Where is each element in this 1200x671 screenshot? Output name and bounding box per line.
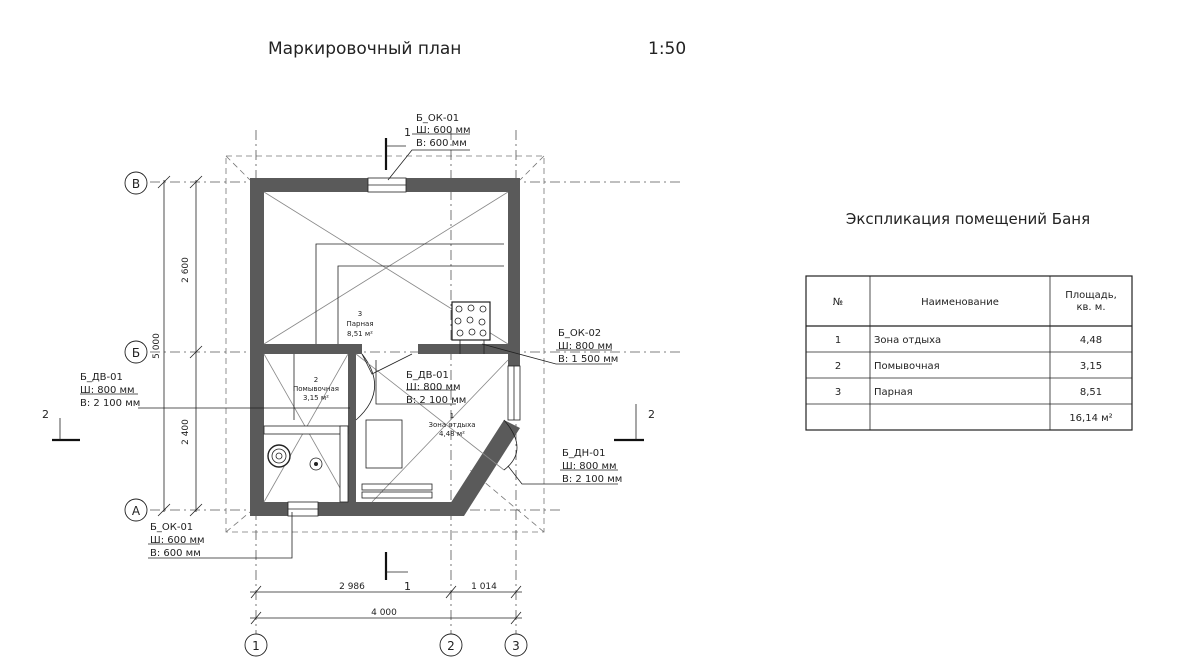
washroom-fixtures xyxy=(263,353,375,503)
callout-ok01-top: Б_ОК-01 Ш: 600 мм В: 600 мм xyxy=(387,113,471,181)
svg-text:1: 1 xyxy=(450,412,454,420)
callout-ok01-bottom: Б_ОК-01 Ш: 600 мм В: 600 мм xyxy=(148,512,293,559)
svg-text:8,51 м²: 8,51 м² xyxy=(347,330,373,338)
walls xyxy=(250,178,520,516)
svg-text:2: 2 xyxy=(447,639,455,653)
callout-dv01-mid: Б_ДВ-01 Ш: 800 мм В: 2 100 мм xyxy=(375,360,466,406)
svg-text:Ш: 600 мм: Ш: 600 мм xyxy=(150,535,205,546)
svg-text:Б_ДВ-01: Б_ДВ-01 xyxy=(80,372,123,383)
svg-text:Б_ОК-01: Б_ОК-01 xyxy=(150,522,193,533)
col-header-area-line2: кв. м. xyxy=(1076,302,1105,313)
svg-text:А: А xyxy=(132,504,141,518)
row-2-num: 2 xyxy=(835,361,841,372)
rest-zone-fixtures xyxy=(355,353,518,503)
axis-bubble-b: Б xyxy=(124,340,148,364)
room-label-1: 1 Зона отдыха 4,48 м² xyxy=(428,412,475,438)
row-3-area: 8,51 xyxy=(1080,387,1102,398)
svg-text:2: 2 xyxy=(648,408,655,421)
svg-text:2: 2 xyxy=(314,376,318,384)
room-label-2: 2 Помывочная 3,15 м² xyxy=(293,376,339,402)
svg-text:Помывочная: Помывочная xyxy=(293,385,339,393)
section-mark-1-top: 1 xyxy=(384,126,411,170)
svg-text:В: 1 500 мм: В: 1 500 мм xyxy=(558,354,618,365)
dim-1014: 1 014 xyxy=(471,582,497,592)
row-1-num: 1 xyxy=(835,335,841,346)
plan-scale: 1:50 xyxy=(648,39,686,59)
svg-text:1: 1 xyxy=(252,639,260,653)
explication-title: Экспликация помещений Баня xyxy=(846,210,1090,228)
row-1-name: Зона отдыха xyxy=(874,335,941,346)
row-3-name: Парная xyxy=(874,387,913,398)
svg-text:Б_ДН-01: Б_ДН-01 xyxy=(562,448,606,459)
svg-text:3,15 м²: 3,15 м² xyxy=(303,394,329,402)
row-2-name: Помывочная xyxy=(874,361,940,372)
horizontal-dimensions: 2 986 1 014 4 000 xyxy=(250,582,522,625)
col-header-num: № xyxy=(833,297,843,308)
svg-text:1: 1 xyxy=(404,580,411,593)
svg-text:Ш: 800 мм: Ш: 800 мм xyxy=(558,341,613,352)
dim-2400: 2 400 xyxy=(181,419,191,445)
svg-text:Ш: 800 мм: Ш: 800 мм xyxy=(406,382,461,393)
row-2-area: 3,15 xyxy=(1080,361,1102,372)
axis-bubble-1: 1 xyxy=(244,633,268,657)
callout-dv01-left: Б_ДВ-01 Ш: 800 мм В: 2 100 мм xyxy=(80,372,350,409)
row-1-area: 4,48 xyxy=(1080,335,1102,346)
axis-bubble-v: В xyxy=(124,171,148,195)
section-mark-1-bottom: 1 xyxy=(384,552,411,593)
svg-text:4,48 м²: 4,48 м² xyxy=(439,430,465,438)
svg-text:В: 600 мм: В: 600 мм xyxy=(150,548,201,559)
svg-text:Б_ОК-01: Б_ОК-01 xyxy=(416,113,459,124)
explication-table: № Наименование Площадь, кв. м. 1 Зона от… xyxy=(805,275,1133,431)
svg-text:Ш: 800 мм: Ш: 800 мм xyxy=(562,461,617,472)
dim-2986: 2 986 xyxy=(339,582,365,592)
svg-text:Ш: 600 мм: Ш: 600 мм xyxy=(416,125,471,136)
axis-bubble-a: А xyxy=(124,498,148,522)
svg-text:3: 3 xyxy=(512,639,520,653)
total-area: 16,14 м² xyxy=(1069,413,1112,424)
svg-text:Б: Б xyxy=(132,346,140,360)
svg-text:В: 600 мм: В: 600 мм xyxy=(416,138,467,149)
openings xyxy=(287,177,521,517)
section-mark-2-left: 2 xyxy=(42,408,80,442)
axis-bubble-2: 2 xyxy=(439,633,463,657)
stove-icon xyxy=(451,301,491,354)
svg-text:В: 2 100 мм: В: 2 100 мм xyxy=(80,398,140,409)
dim-5000: 5 000 xyxy=(152,333,162,359)
col-header-name: Наименование xyxy=(921,297,999,308)
svg-text:Зона отдыха: Зона отдыха xyxy=(428,421,475,429)
callout-ok02: Б_ОК-02 Ш: 800 мм В: 1 500 мм xyxy=(481,328,618,365)
dim-4000: 4 000 xyxy=(371,608,397,618)
callout-dn01: Б_ДН-01 Ш: 800 мм В: 2 100 мм xyxy=(507,448,622,485)
svg-text:Парная: Парная xyxy=(346,320,373,328)
plan-title: Маркировочный план xyxy=(268,39,461,59)
svg-text:Ш: 800 мм: Ш: 800 мм xyxy=(80,385,135,396)
svg-text:2: 2 xyxy=(42,408,49,421)
svg-text:В: 2 100 мм: В: 2 100 мм xyxy=(562,474,622,485)
vertical-dimensions: 2 600 2 400 5 000 xyxy=(152,175,203,517)
col-header-area-line1: Площадь, xyxy=(1065,290,1117,301)
room-label-3: 3 Парная 8,51 м² xyxy=(346,310,373,338)
svg-text:3: 3 xyxy=(358,310,362,318)
svg-text:1: 1 xyxy=(404,126,411,139)
section-mark-2-right: 2 xyxy=(614,404,655,442)
svg-text:В: 2 100 мм: В: 2 100 мм xyxy=(406,395,466,406)
row-3-num: 3 xyxy=(835,387,841,398)
axis-bubble-3: 3 xyxy=(504,633,528,657)
svg-text:В: В xyxy=(132,177,140,191)
dim-2600: 2 600 xyxy=(181,257,191,283)
svg-text:Б_ДВ-01: Б_ДВ-01 xyxy=(406,370,449,381)
svg-text:Б_ОК-02: Б_ОК-02 xyxy=(558,328,601,339)
